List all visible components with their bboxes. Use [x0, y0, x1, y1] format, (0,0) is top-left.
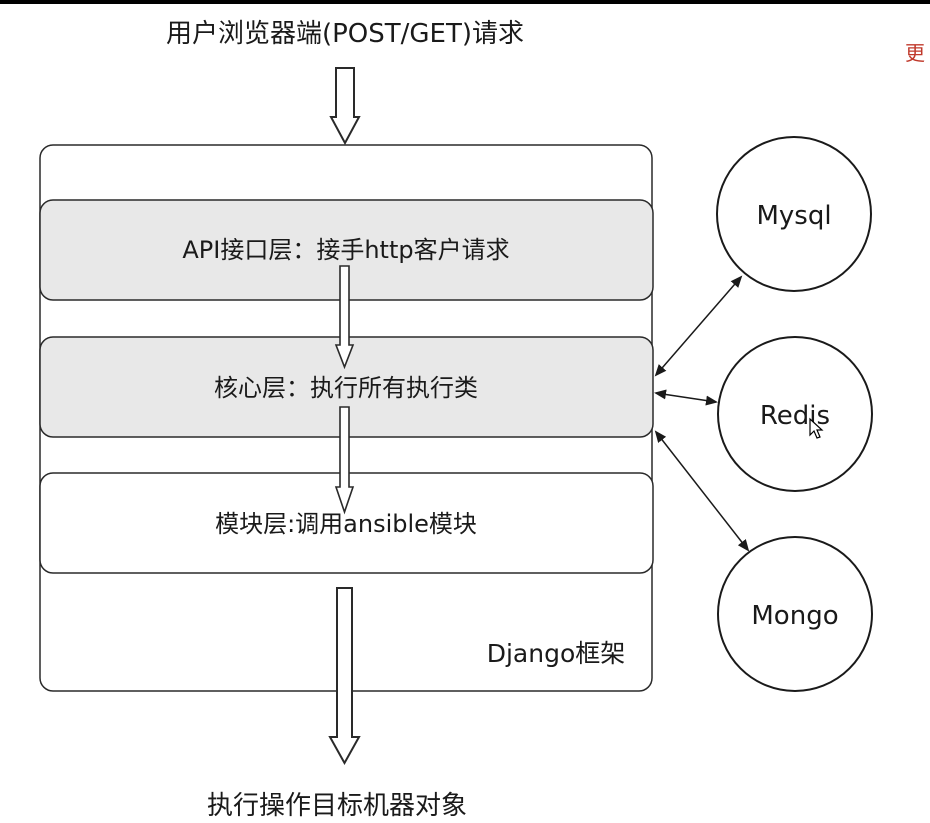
mysql-label: Mysql — [756, 201, 831, 231]
core-redis-connector — [654, 389, 718, 406]
module-layer-label: 模块层:调用ansible模块 — [215, 510, 477, 538]
redis-label: Redis — [760, 401, 830, 431]
mongo-label: Mongo — [751, 601, 838, 631]
edge-link-text[interactable]: 更 — [905, 41, 925, 65]
top-edge-bar — [0, 0, 930, 4]
browser-request-label: 用户浏览器端(POST/GET)请求 — [166, 19, 524, 49]
core-mysql-connector — [654, 275, 743, 377]
redis-circle — [717, 336, 873, 492]
core-layer-label: 核心层：执行所有执行类 — [214, 374, 478, 402]
request-arrow — [329, 67, 361, 146]
core-mongo-connector — [654, 430, 750, 552]
mouse-cursor-icon — [809, 417, 824, 439]
target-machine-label: 执行操作目标机器对象 — [207, 791, 467, 821]
core-to-module-arrow — [334, 406, 355, 515]
execution-arrow — [328, 587, 361, 766]
django-framework-label: Django框架 — [487, 639, 626, 668]
mongo-circle — [717, 536, 873, 692]
api-layer-label: API接口层：接手http客户请求 — [182, 236, 509, 264]
api-to-core-arrow — [334, 265, 355, 370]
mysql-circle — [716, 136, 872, 292]
